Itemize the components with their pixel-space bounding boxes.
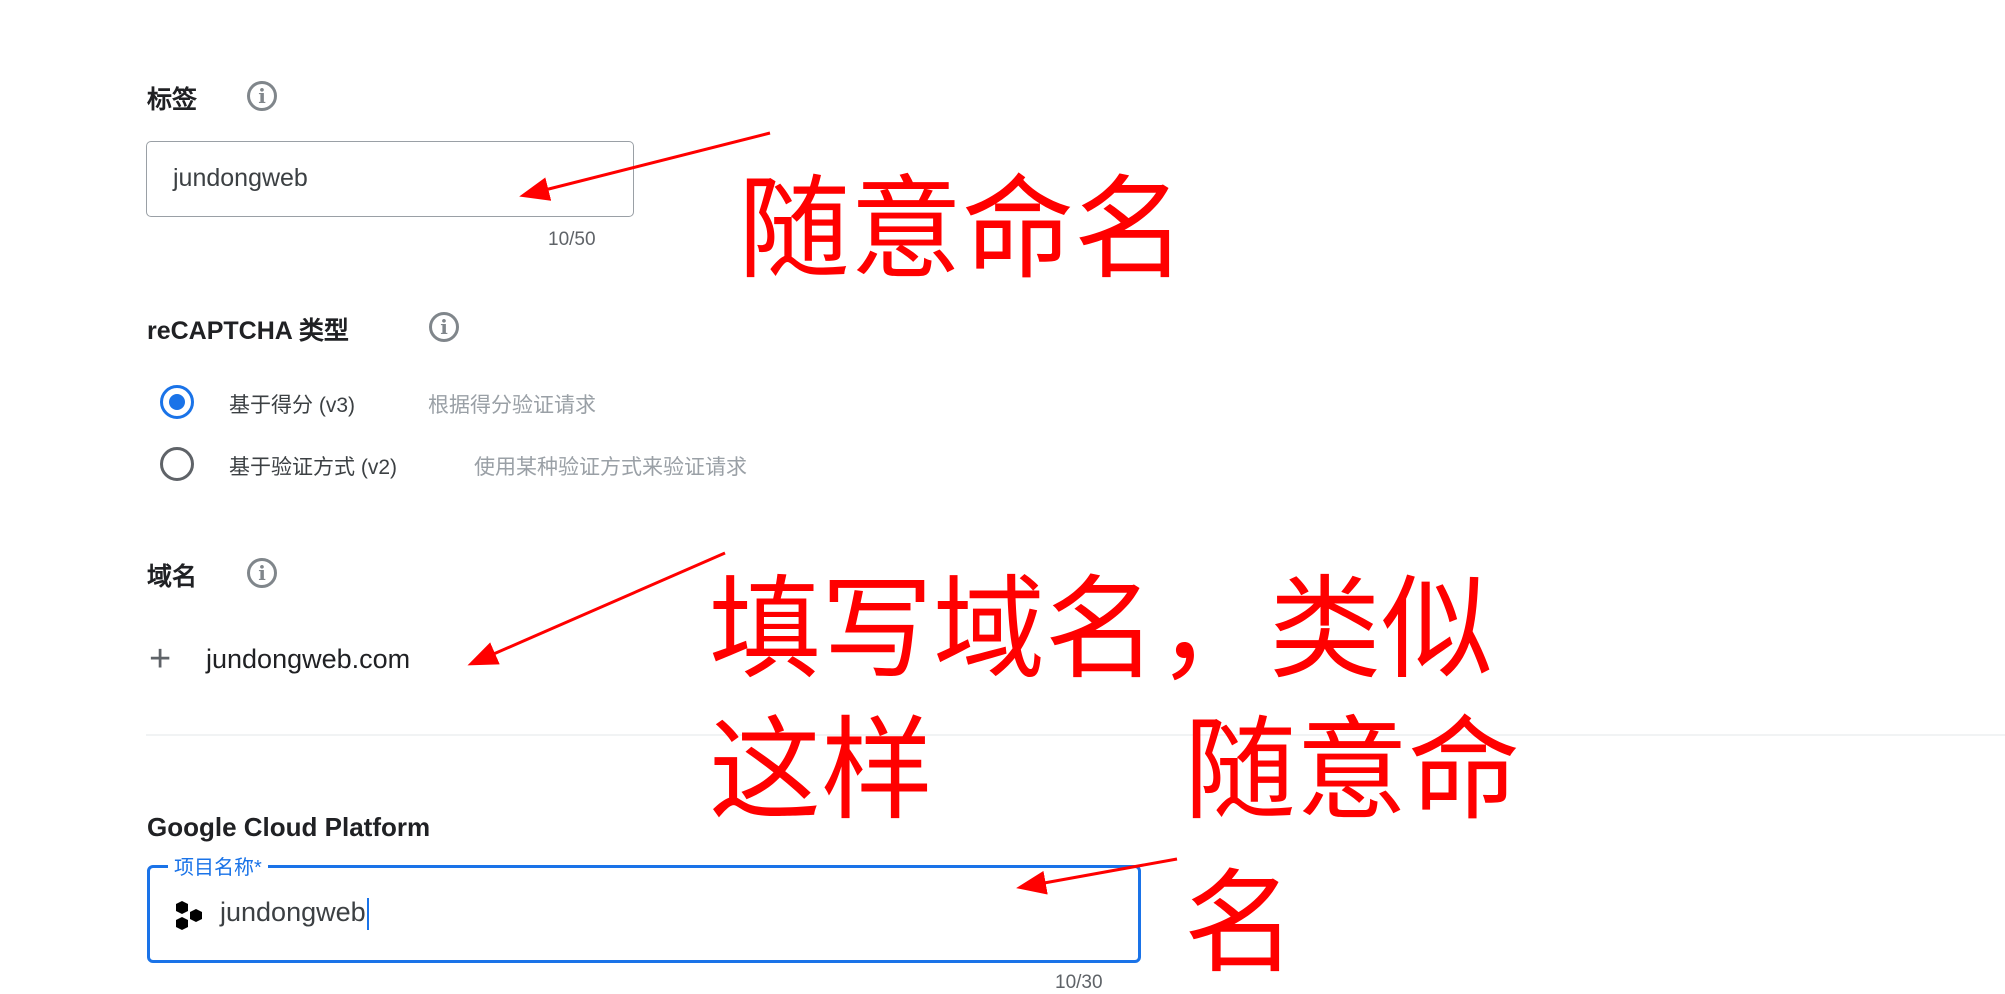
annotation-note2-line2: 这样: [709, 706, 933, 836]
recaptcha-type-title: reCAPTCHA 类型: [147, 317, 349, 345]
plus-icon[interactable]: +: [149, 638, 172, 680]
project-name-label: 项目名称*: [168, 851, 268, 880]
project-char-counter: 10/30: [1055, 972, 1103, 993]
radio-v3[interactable]: [160, 385, 194, 419]
annotation-note3-line1: 随意命: [1184, 706, 1520, 836]
gcp-section-title: Google Cloud Platform: [147, 812, 431, 842]
label-char-counter: 10/50: [548, 229, 596, 250]
domain-entry[interactable]: jundongweb.com: [206, 644, 411, 674]
annotation-note2-line1: 填写域名，类似: [709, 565, 1493, 695]
domain-section-title: 域名: [147, 563, 198, 591]
option-v3-label[interactable]: 基于得分 (v3): [229, 394, 355, 417]
info-icon[interactable]: i: [429, 312, 459, 342]
info-icon[interactable]: i: [247, 81, 277, 111]
annotation-note3-line2: 名: [1184, 859, 1296, 989]
arrow-to-domain: [467, 551, 726, 666]
text-caret: [366, 897, 369, 930]
option-v2-description: 使用某种验证方式来验证请求: [474, 456, 747, 479]
option-v2-label[interactable]: 基于验证方式 (v2): [229, 456, 397, 479]
radio-v2[interactable]: [160, 447, 194, 481]
option-v3-description: 根据得分验证请求: [428, 394, 596, 417]
project-name-value[interactable]: jundongweb: [220, 897, 369, 930]
project-hexagon-icon: [176, 901, 202, 930]
annotation-note1: 随意命名: [738, 165, 1186, 295]
project-name-input[interactable]: [147, 865, 1141, 963]
project-name-text: jundongweb: [220, 897, 366, 927]
divider: [146, 734, 2005, 736]
label-input-value: jundongweb: [173, 164, 308, 192]
label-section-title: 标签: [147, 86, 198, 114]
label-input[interactable]: jundongweb: [146, 141, 634, 217]
info-icon[interactable]: i: [247, 558, 277, 588]
